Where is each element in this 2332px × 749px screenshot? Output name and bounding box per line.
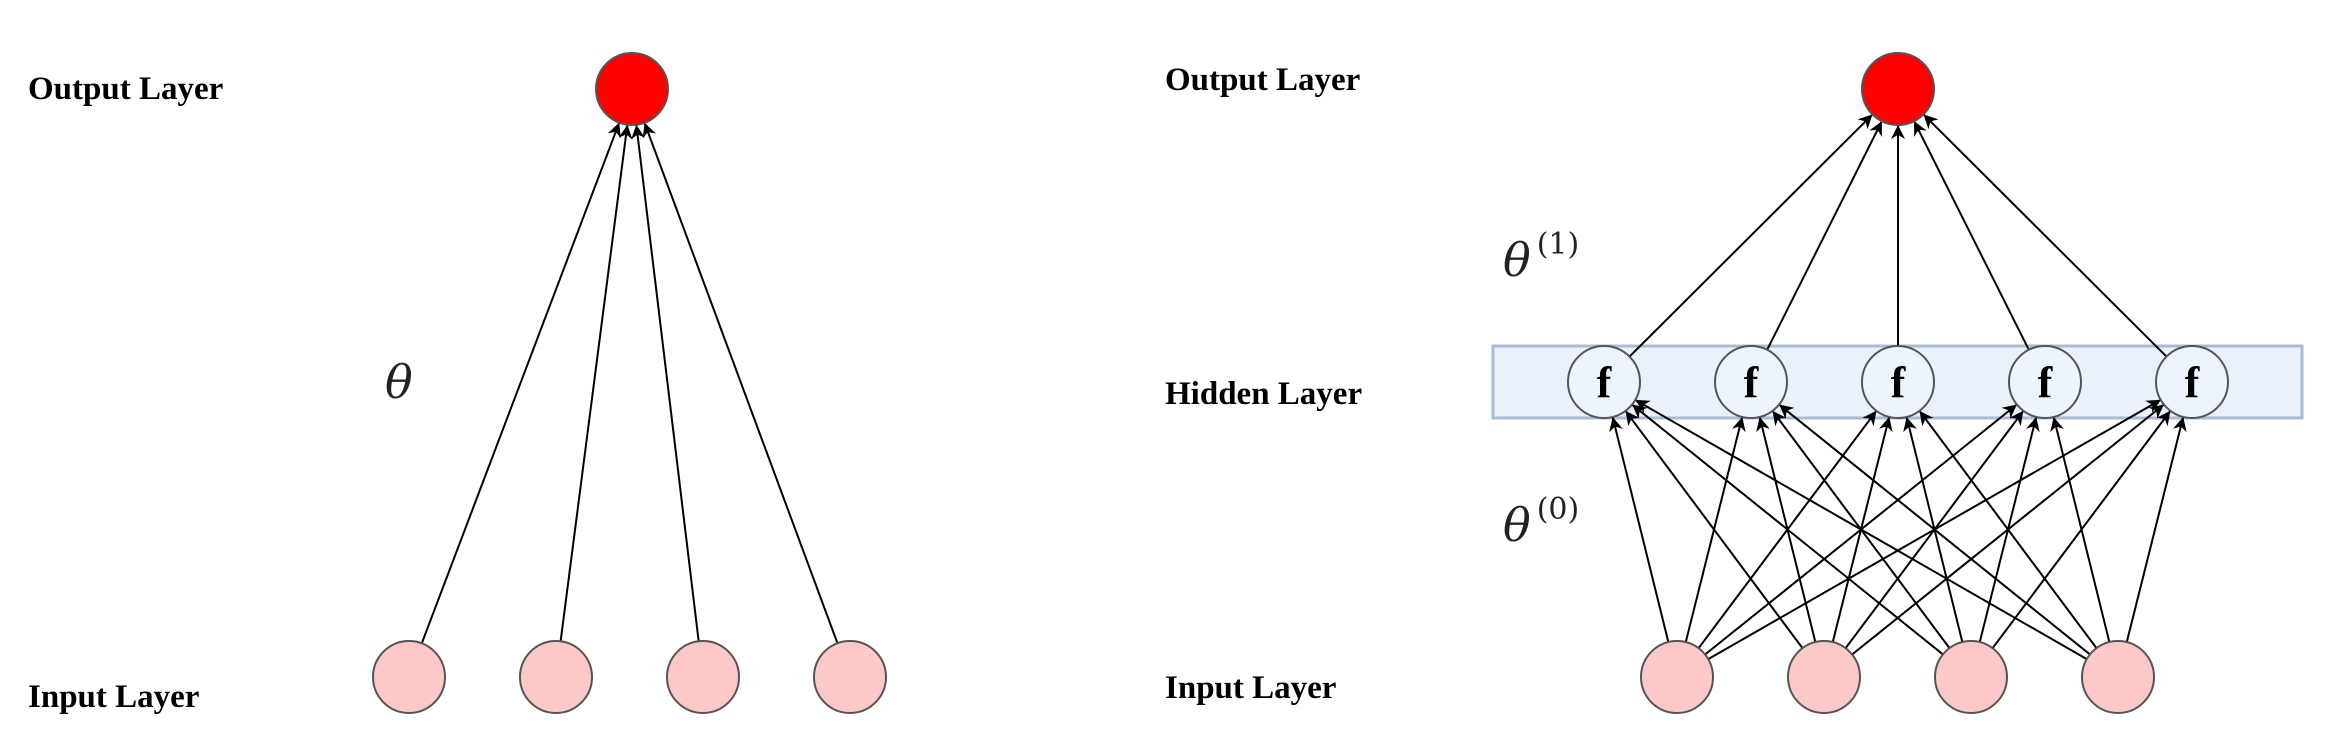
- left-input-node-4: [813, 640, 887, 714]
- right-input-layer-label: Input Layer: [1165, 670, 1336, 706]
- left-output-layer-label: Output Layer: [28, 71, 223, 107]
- hidden-node-1-label: f: [1597, 358, 1613, 407]
- right-edges: [1609, 113, 2187, 660]
- edge-input-4-to-hidden-1: [1634, 399, 2088, 660]
- theta-0-symbol: θ: [1503, 498, 1531, 552]
- edge-hidden-5-to-output: [1922, 113, 2168, 358]
- right-input-node-2: [1787, 640, 1861, 714]
- theta-1-label: θ (1): [1503, 227, 1579, 287]
- right-output-node: [1861, 52, 1935, 126]
- edge-hidden-2-to-output: [1766, 120, 1883, 351]
- edge-input-4-to-hidden-3: [1918, 410, 2098, 649]
- left-edge-input-2-to-output: [559, 124, 633, 642]
- right-input-node-4: [2081, 640, 2155, 714]
- hidden-node-4-label: f: [2038, 358, 2054, 407]
- right-output-layer-label: Output Layer: [1165, 62, 1360, 98]
- left-edge-input-3-to-output: [631, 124, 700, 642]
- left-network: Output Layer Input Layer θ: [28, 52, 887, 715]
- right-input-node-3: [1934, 640, 2008, 714]
- edge-hidden-4-to-output: [1913, 120, 2030, 351]
- edge-hidden-1-to-output: [1628, 113, 1874, 358]
- hidden-node-4: [2008, 345, 2082, 419]
- right-network: Output Layer Hidden Layer Input Layer θ …: [1165, 52, 2304, 714]
- hidden-node-3-label: f: [1891, 358, 1907, 407]
- left-theta-label: θ: [385, 355, 413, 409]
- left-input-node-1: [372, 640, 446, 714]
- left-edges: [420, 122, 839, 644]
- theta-1-superscript: (1): [1537, 227, 1580, 262]
- edge-input-2-to-hidden-1: [1624, 410, 1804, 649]
- edge-input-1-to-hidden-1: [1609, 416, 1670, 643]
- left-input-layer-label: Input Layer: [28, 679, 199, 715]
- edge-input-3-to-hidden-1: [1631, 403, 1944, 656]
- hidden-node-1: [1567, 345, 1641, 419]
- hidden-node-3: [1861, 345, 1935, 419]
- edge-input-4-to-hidden-5: [2125, 416, 2187, 643]
- right-input-node-1: [1640, 640, 1714, 714]
- hidden-node-2: [1714, 345, 1788, 419]
- left-input-node-2: [519, 640, 593, 714]
- left-input-node-3: [666, 640, 740, 714]
- left-nodes: [372, 52, 887, 714]
- right-hidden-layer-label: Hidden Layer: [1165, 376, 1362, 412]
- theta-0-label: θ (0): [1503, 492, 1579, 552]
- hidden-node-2-label: f: [1744, 358, 1760, 407]
- left-output-node: [595, 52, 669, 126]
- theta-1-symbol: θ: [1503, 233, 1531, 287]
- theta-0-superscript: (0): [1537, 492, 1580, 527]
- hidden-node-5: [2155, 345, 2229, 419]
- left-edge-input-1-to-output: [420, 122, 621, 644]
- left-edge-input-4-to-output: [642, 122, 839, 644]
- edge-input-4-to-hidden-2: [1778, 403, 2091, 656]
- edge-input-4-to-hidden-4: [2050, 416, 2111, 643]
- hidden-node-5-label: f: [2185, 358, 2201, 407]
